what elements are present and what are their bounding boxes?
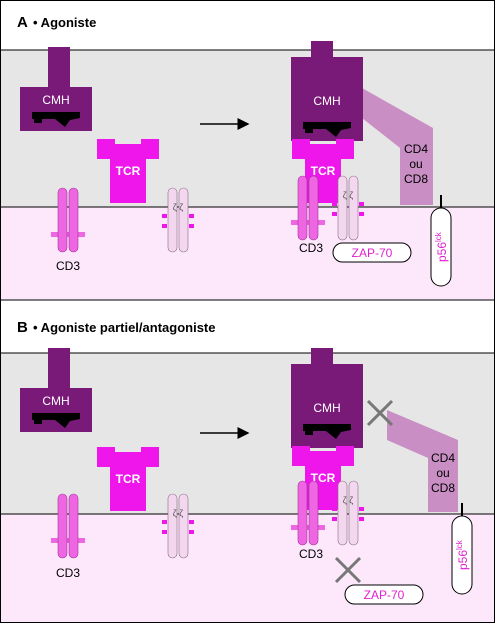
panel-b-zap70: ZAP-70	[344, 584, 424, 605]
cd4-line3: CD8	[404, 172, 428, 186]
panel-b-tcr-right: TCR	[292, 446, 354, 510]
tcr-label: TCR	[116, 472, 141, 486]
zap70-label: ZAP-70	[364, 588, 405, 602]
p56lck-label: p56lck	[455, 539, 470, 570]
cmh-label: CMH	[313, 94, 340, 108]
panel-a: A • Agoniste CMH TCR CD3 ζ ζ CD4 ou CD8	[1, 14, 494, 301]
cd3-label: CD3	[299, 241, 323, 255]
p56lck-label: p56lck	[434, 231, 449, 262]
cmh-label: CMH	[42, 93, 69, 107]
panel-b-cross-cd4-icon	[366, 399, 394, 427]
panel-a-zeta-right: ζ ζ	[331, 175, 365, 241]
cd4-line1: CD4	[431, 451, 455, 465]
zeta-label: ζ ζ	[343, 190, 353, 200]
panel-b-zeta-right: ζ ζ	[331, 480, 365, 546]
panel-b-cd4	[387, 410, 458, 512]
cd3-label: CD3	[299, 547, 323, 561]
panel-a-cd4	[362, 88, 433, 205]
cmh-label: CMH	[313, 401, 340, 415]
panel-a-zeta-left: ζ ζ	[161, 187, 195, 253]
cd4-line2: ou	[436, 466, 449, 480]
tcr-label: TCR	[311, 471, 336, 485]
panel-b-heading: • Agoniste partiel/antagoniste	[33, 320, 215, 335]
panel-a-tcr-right: TCR	[292, 139, 354, 203]
panel-a-letter: A	[17, 14, 28, 31]
panel-a-cmh-left: CMH	[20, 47, 92, 131]
zeta-label: ζ ζ	[173, 202, 183, 212]
panel-a-p56lck: p56lck	[430, 195, 452, 287]
tcr-label: TCR	[311, 164, 336, 178]
panel-b-cross-zap-icon	[334, 556, 362, 584]
panel-a-cytoplasm	[1, 207, 494, 300]
cd4-line2: ou	[409, 157, 422, 171]
panel-a-tcr-left: TCR	[97, 139, 159, 203]
panel-b-zeta-left: ζ ζ	[161, 493, 195, 559]
panel-a-zap70: ZAP-70	[332, 242, 412, 263]
cd3-label: CD3	[56, 259, 80, 273]
cd3-label: CD3	[56, 566, 80, 580]
panel-b-p56lck: p56lck	[451, 503, 473, 595]
zeta-label: ζ ζ	[173, 508, 183, 518]
panel-a-cmh-right: CMH	[291, 41, 363, 141]
zap70-label: ZAP-70	[352, 246, 393, 260]
cmh-label: CMH	[42, 394, 69, 408]
tcr-label: TCR	[116, 164, 141, 178]
zeta-label: ζ ζ	[343, 495, 353, 505]
panel-a-heading: • Agoniste	[33, 15, 96, 30]
cd4-line3: CD8	[431, 481, 455, 495]
panel-b-letter: B	[17, 319, 28, 336]
panel-b-cmh-right: CMH	[291, 348, 363, 448]
panel-b-cmh-left: CMH	[20, 348, 92, 432]
panel-b-tcr-left: TCR	[97, 447, 159, 511]
panel-b: B • Agoniste partiel/antagoniste CMH TCR…	[1, 319, 494, 622]
cd4-line1: CD4	[404, 142, 428, 156]
